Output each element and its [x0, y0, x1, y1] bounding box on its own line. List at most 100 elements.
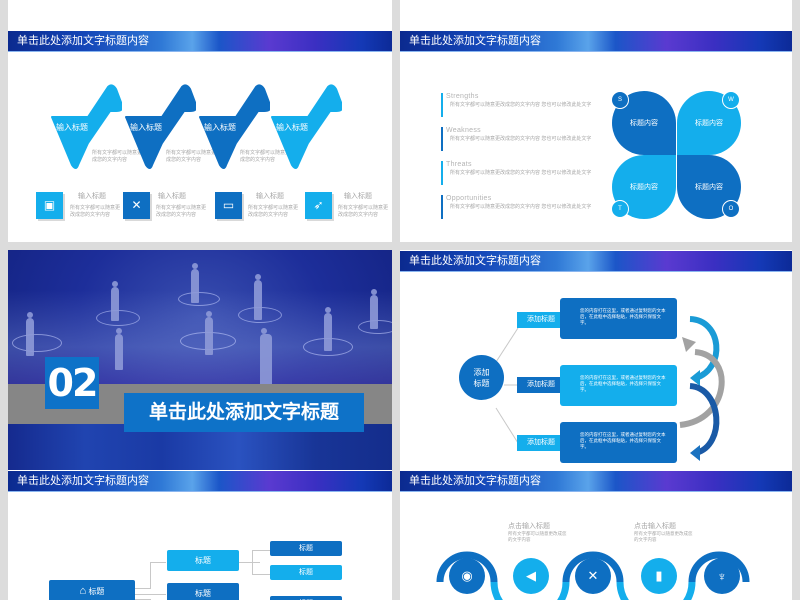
item-text: 所有文字都可以随意更改成您的文字内容 — [338, 205, 389, 218]
connector — [150, 562, 151, 589]
item-text: 所有文字都可以随意更改成您的文字内容 — [248, 205, 299, 218]
item-title: 输入标题 — [158, 193, 186, 200]
briefcase-icon: ▣ — [126, 93, 135, 103]
step-desc: 所有文字都可以随意更改成您的文字内容 — [166, 150, 222, 163]
swot-title: Strengths — [446, 93, 479, 100]
slide-header: 单击此处添加文字标题内容 — [400, 471, 792, 492]
slide-header: 单击此处添加文字标题内容 — [400, 31, 792, 52]
step-label: 输入标题 — [276, 123, 308, 132]
briefcase-icon[interactable]: ▮ — [641, 558, 677, 594]
section-title[interactable]: 单击此处添加文字标题 — [124, 393, 364, 432]
swot-opportunities: Opportunities 所有文字都可以随意更改成您的文字内容 您也可以修改此… — [441, 195, 591, 219]
swot-threats: Threats 所有文字都可以随意更改成您的文字内容 您也可以修改此处文字 — [441, 161, 591, 185]
section-number: 02 — [45, 357, 99, 409]
person-silhouette — [26, 312, 34, 356]
slide-header: 单击此处添加文字标题内容 — [400, 251, 792, 272]
wave-arcs — [436, 551, 750, 600]
swot-weakness: Weakness 所有文字都可以随意更改成您的文字内容 您也可以修改此处文字 — [441, 127, 591, 151]
swot-strengths: Strengths 所有文字都可以随意更改成您的文字内容 您也可以修改此处文字 — [441, 93, 591, 117]
projector-icon: ▭ — [272, 93, 281, 103]
item-text: 所有文字都可以随意更改成您的文字内容 — [156, 205, 207, 218]
org-level2-3[interactable]: 标题 — [270, 596, 342, 600]
slide-4-flow[interactable]: 单击此处添加文字标题内容 添加标题 添加标题 添加标题 添加标题 您的内容打在这… — [400, 250, 792, 470]
org-level1-1[interactable]: 标题 — [167, 550, 239, 571]
accent-bar — [441, 195, 443, 219]
hub-circle[interactable]: 添加标题 — [459, 355, 504, 400]
swot-title: Weakness — [446, 127, 481, 134]
person-silhouette — [260, 328, 272, 386]
branch-box-3[interactable]: 您的内容打在这里，或者通过复制您的文本后，在此框中选择粘贴，并选择只保留文字。 — [560, 422, 677, 463]
person-silhouette — [205, 311, 213, 355]
person-silhouette — [115, 328, 123, 370]
slide-1-steps[interactable]: 单击此处添加文字标题内容 输入标题 ▣ 所有文字都可以随意更改成您的文字内容 输… — [8, 0, 392, 242]
trophy-icon[interactable]: ♆ — [704, 558, 740, 594]
slide-6-wave-timeline[interactable]: 单击此处添加文字标题内容 点击输入标题 所有文字都可以随意更改成您的文字内容 点… — [400, 470, 792, 600]
petal-threats[interactable]: 标题内容 — [612, 155, 676, 219]
step-label: 输入标题 — [130, 123, 162, 132]
swot-letter-w: W — [722, 91, 740, 109]
org-level2-2[interactable]: 标题 — [270, 565, 342, 580]
swot-text: 所有文字都可以随意更改成您的文字内容 您也可以修改此处文字 — [450, 204, 592, 210]
item-text: 所有文字都可以随意更改成您的文字内容 — [70, 205, 121, 218]
step-label: 输入标题 — [204, 123, 236, 132]
slide-header: 单击此处添加文字标题内容 — [8, 471, 392, 492]
petal-label: 标题内容 — [630, 120, 658, 127]
step-desc: 所有文字都可以随意更改成您的文字内容 — [92, 150, 148, 163]
slide-header: 单击此处添加文字标题内容 — [8, 31, 392, 52]
connector — [135, 588, 150, 589]
swot-text: 所有文字都可以随意更改成您的文字内容 您也可以修改此处文字 — [450, 170, 592, 176]
person-silhouette — [191, 263, 199, 303]
briefcase-icon: ▣ — [36, 192, 63, 219]
connector-lines — [495, 316, 725, 461]
tools-icon: ✕ — [198, 93, 206, 103]
swot-letter-o: O — [722, 200, 740, 218]
org-root[interactable]: ⌂ 标题 — [49, 580, 135, 600]
accent-bar — [441, 127, 443, 151]
projector-icon: ▭ — [215, 192, 242, 219]
palette-icon[interactable]: ◉ — [449, 558, 485, 594]
petal-label: 标题内容 — [630, 184, 658, 191]
tools-icon[interactable]: ✕ — [575, 558, 611, 594]
rocket-icon: ➶ — [344, 93, 352, 103]
step-1: 输入标题 ▣ — [50, 83, 135, 169]
org-level2-1[interactable]: 标题 — [270, 541, 342, 556]
connector — [252, 574, 270, 575]
connector — [238, 562, 260, 563]
connector — [135, 594, 166, 595]
person-silhouette — [254, 274, 262, 320]
connector — [150, 562, 166, 563]
slide-2-swot[interactable]: 单击此处添加文字标题内容 Strengths 所有文字都可以随意更改成您的文字内… — [400, 0, 792, 242]
swot-title: Threats — [446, 161, 472, 168]
step-2: 输入标题 ✕ — [124, 83, 206, 169]
item-title: 输入标题 — [78, 193, 106, 200]
swot-title: Opportunities — [446, 195, 492, 202]
branch-box-1[interactable]: 您的内容打在这里，或者通过复制您的文本后，在此框中选择粘贴，并选择只保留文字。 — [560, 298, 677, 339]
step-4: 输入标题 ➶ — [270, 83, 352, 169]
tools-icon: ✕ — [123, 192, 150, 219]
swot-text: 所有文字都可以随意更改成您的文字内容 您也可以修改此处文字 — [450, 136, 592, 142]
petal-label: 标题内容 — [695, 184, 723, 191]
item-title: 输入标题 — [256, 193, 284, 200]
wave-title-2: 点击输入标题 — [634, 523, 676, 530]
org-level1-2[interactable]: 标题 — [167, 583, 239, 600]
wave-text-2: 所有文字都可以随意更改成您的文字内容 — [634, 531, 693, 542]
wave-text-1: 所有文字都可以随意更改成您的文字内容 — [508, 531, 567, 542]
connector — [252, 550, 253, 574]
step-label: 输入标题 — [56, 123, 88, 132]
swot-letter-s: S — [611, 91, 629, 109]
petal-label: 标题内容 — [695, 120, 723, 127]
rocket-icon: ➶ — [305, 192, 332, 219]
slide-3-section-cover[interactable]: 02 单击此处添加文字标题 — [8, 250, 392, 470]
swot-letter-t: T — [611, 200, 629, 218]
person-silhouette — [111, 281, 119, 321]
megaphone-icon[interactable]: ◀ — [513, 558, 549, 594]
accent-bar — [441, 93, 443, 117]
hub-label: 添加标题 — [473, 367, 490, 388]
person-silhouette — [324, 307, 332, 351]
swot-text: 所有文字都可以随意更改成您的文字内容 您也可以修改此处文字 — [450, 102, 592, 108]
ring-decoration — [12, 334, 62, 352]
item-title: 输入标题 — [344, 193, 372, 200]
slide-5-org-chart[interactable]: 单击此处添加文字标题内容 ⌂ 标题 标题 标题 标题 标题 标题 — [8, 470, 392, 600]
branch-box-2[interactable]: 您的内容打在这里，或者通过复制您的文本后，在此框中选择粘贴，并选择只保留文字。 — [560, 365, 677, 406]
